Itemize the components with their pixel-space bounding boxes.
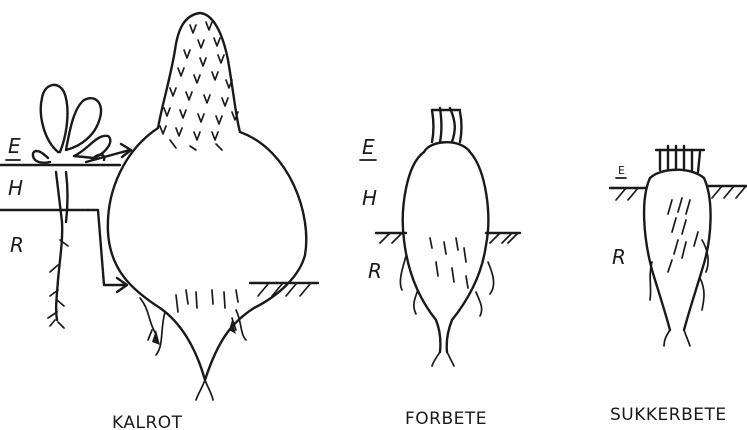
kalrot-label-r: R xyxy=(10,233,24,257)
kalrot-label-e: E xyxy=(8,134,21,158)
small-plant-drawing xyxy=(33,85,110,328)
sukkerbete-label-r: R xyxy=(612,245,626,269)
kalrot-label-h: H xyxy=(8,176,23,200)
forbete-label-e: E xyxy=(362,135,375,159)
kalrot-root-drawing xyxy=(108,13,318,400)
sukkerbete-group: E R SUKKERBETE xyxy=(610,146,747,425)
sukkerbete-caption: SUKKERBETE xyxy=(610,405,727,425)
forbete-group: E H R FORBETE xyxy=(360,108,520,429)
kalrot-caption: KALROT xyxy=(112,413,183,430)
forbete-label-r: R xyxy=(368,259,382,283)
sukkerbete-root-drawing xyxy=(610,146,747,346)
forbete-caption: FORBETE xyxy=(405,409,487,429)
forbete-label-h: H xyxy=(362,186,377,210)
forbete-root-drawing xyxy=(376,108,520,366)
kalrot-group: E H R xyxy=(0,13,318,430)
sukkerbete-label-e: E xyxy=(618,164,625,177)
